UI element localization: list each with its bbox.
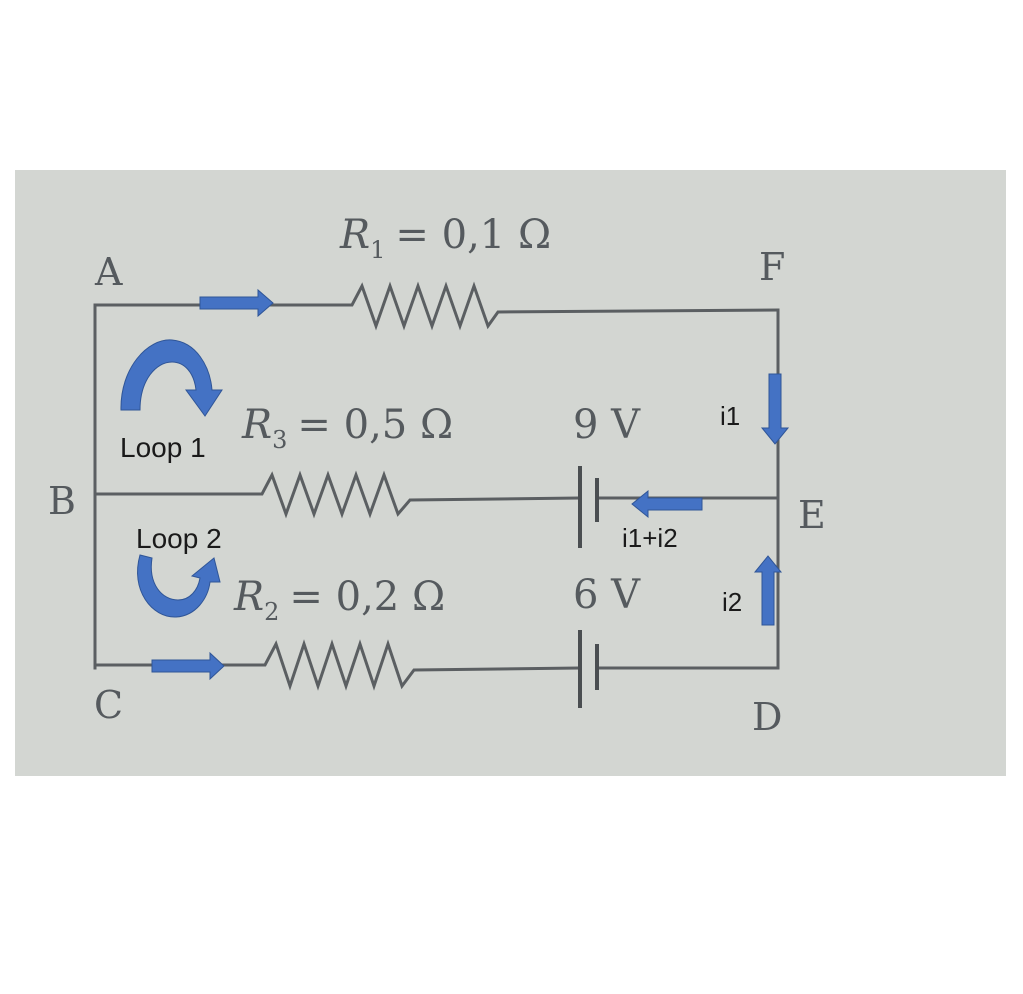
current-arrow-middle-left [631, 489, 703, 519]
circuit-wires [93, 281, 780, 691]
current-arrow-i1-down [760, 373, 790, 445]
r3-label: R3 = 0,5 Ω [241, 402, 453, 454]
loop1-clockwise-arrow-icon [120, 339, 223, 417]
node-label-d: D [752, 695, 782, 739]
r1-value: = 0,1 Ω [395, 212, 551, 258]
r3-value: = 0,5 Ω [297, 402, 453, 448]
wire-middle [93, 470, 580, 519]
r2-subscript: 2 [264, 598, 279, 626]
loop1-label: Loop 1 [120, 432, 206, 463]
node-label-a: A [94, 250, 123, 294]
current-arrow-top-right [199, 288, 274, 318]
r1-subscript: 1 [370, 236, 385, 264]
battery-9v-label: 9 V [573, 402, 641, 448]
current-arrow-bottom-right [151, 651, 225, 681]
loop2-label: Loop 2 [136, 523, 222, 554]
current-i1-label: i1 [720, 401, 740, 431]
r1-name: R [339, 212, 370, 258]
current-sum-label: i1+i2 [622, 523, 678, 553]
current-i2-label: i2 [722, 587, 742, 617]
wire-bottom [93, 639, 580, 691]
battery-9v-symbol [578, 466, 599, 548]
r3-name: R [241, 402, 272, 448]
r3-subscript: 3 [272, 426, 287, 454]
r2-label: R2 = 0,2 Ω [233, 574, 445, 626]
r2-name: R [233, 574, 264, 620]
wire-top [93, 281, 780, 331]
r2-value: = 0,2 Ω [289, 574, 445, 620]
loop2-clockwise-arrow-icon [137, 554, 221, 618]
circuit-photo [15, 170, 1006, 776]
battery-6v-symbol [578, 630, 599, 708]
r1-label: R1 = 0,1 Ω [339, 212, 551, 264]
node-label-c: C [94, 683, 123, 727]
node-label-f: F [759, 245, 785, 289]
node-label-b: B [48, 479, 76, 523]
battery-6v-label: 6 V [573, 572, 641, 618]
current-arrow-i2-up [753, 555, 783, 626]
node-label-e: E [798, 493, 826, 537]
